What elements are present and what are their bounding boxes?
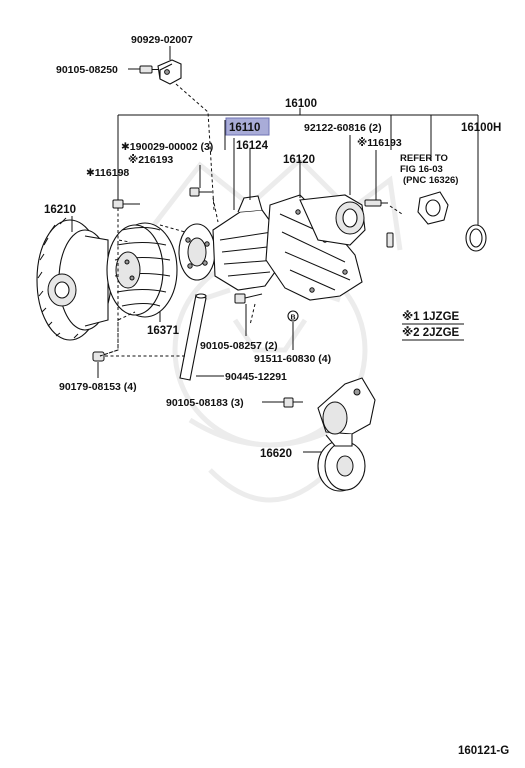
label-216193: ※216193	[128, 154, 173, 166]
highlight-16110	[225, 117, 270, 136]
tensioner-16620	[317, 377, 376, 492]
label-90105-08250: 90105-08250	[56, 64, 118, 76]
nut-90179-08153	[92, 351, 105, 362]
label-16110[interactable]: 16110	[229, 122, 260, 134]
figure-number: 160121-G	[458, 745, 509, 757]
label-90105-08183: 90105-08183 (3)	[166, 397, 244, 409]
pulley-16371	[106, 222, 178, 318]
label-116193: ※116193	[357, 137, 402, 149]
bolt-90105-08183	[283, 397, 303, 408]
label-16100H: 16100H	[461, 122, 501, 134]
label-190029-00002: ✱190029-00002 (3)	[121, 141, 213, 153]
legend-1jzge: ※1 1JZGE	[402, 309, 460, 323]
stud-116193	[386, 232, 394, 248]
o-ring-16100H	[465, 224, 487, 252]
label-90179-08153: 90179-08153 (4)	[59, 381, 137, 393]
bolt-90105-08250	[139, 65, 158, 74]
bolt-90105-08257	[234, 293, 263, 304]
legend-2jzge: ※2 2JZGE	[402, 325, 460, 339]
hose-90445-12291	[179, 293, 207, 381]
label-90445-12291: 90445-12291	[225, 371, 287, 383]
label-90105-08257: 90105-08257 (2)	[200, 340, 278, 352]
fluid-coupling-16210	[36, 217, 112, 341]
bolt-116198	[112, 199, 140, 209]
label-92122-60816: 92122-60816 (2)	[304, 122, 382, 134]
label-refer-pnc: (PNC 16326)	[403, 175, 458, 186]
label-16100: 16100	[285, 98, 317, 110]
label-16120: 16120	[283, 154, 315, 166]
label-16371: 16371	[147, 325, 180, 337]
label-116198: ✱116198	[86, 167, 129, 179]
label-refer-fig: FIG 16-03	[400, 164, 443, 175]
label-16124: 16124	[236, 140, 269, 152]
svg-text:B: B	[291, 315, 296, 322]
label-refer-to: REFER TO	[400, 153, 448, 164]
label-16620: 16620	[260, 448, 292, 460]
bolt-190029-00002	[189, 187, 212, 197]
label-16210: 16210	[44, 204, 76, 216]
pump-housing-16120	[265, 194, 366, 301]
label-90929-02007: 90929-02007	[131, 34, 193, 46]
plug-91511-60830: B	[287, 310, 299, 322]
label-91511-60830: 91511-60830 (4)	[254, 353, 331, 365]
stud-92122-60816	[364, 199, 388, 207]
water-pump-16110	[178, 195, 281, 291]
gasket-refer-16326	[417, 191, 449, 225]
bracket-90929-02007	[157, 59, 182, 85]
